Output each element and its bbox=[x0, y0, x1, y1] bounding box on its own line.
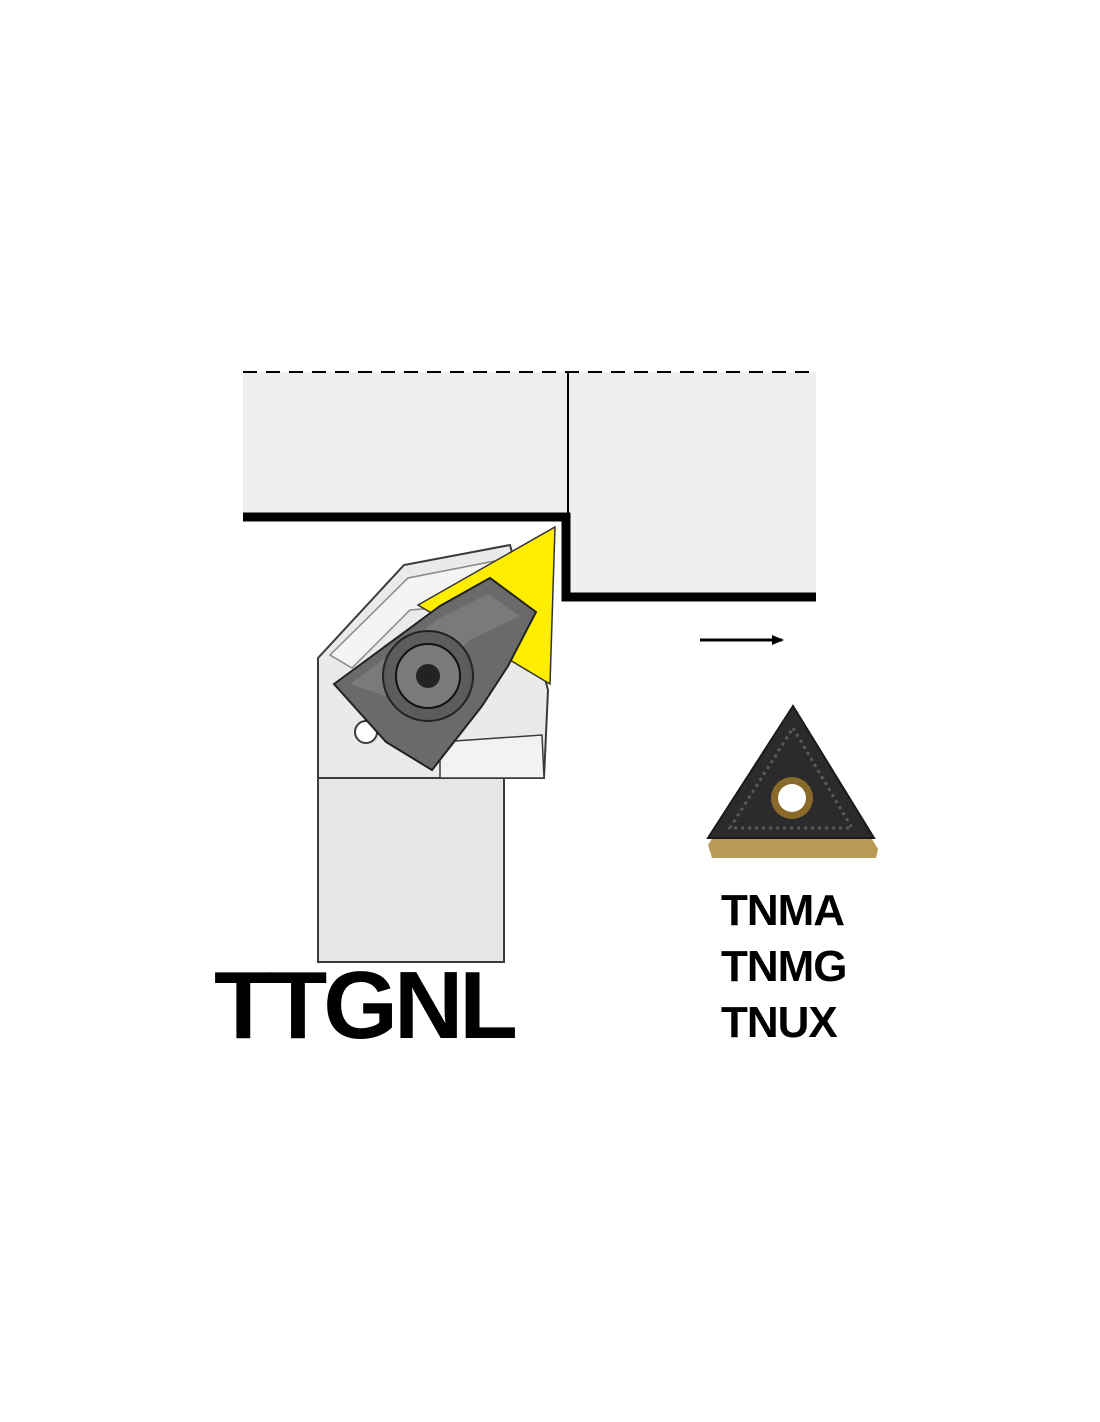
insert-center-hole bbox=[778, 784, 806, 812]
holder-code-label: TTGNL bbox=[214, 952, 518, 1059]
insert-type-list: TNMA TNMG TNUX bbox=[721, 883, 848, 1051]
insert-top-face bbox=[706, 704, 876, 839]
holder-shank bbox=[317, 777, 505, 963]
hex-socket-icon bbox=[416, 664, 440, 688]
insert-type-label: TNMG bbox=[721, 942, 848, 991]
insert-type-label: TNUX bbox=[721, 998, 838, 1047]
workpiece-right-section bbox=[568, 372, 816, 597]
workpiece-left-section bbox=[243, 372, 568, 517]
triangular-insert-icon bbox=[706, 704, 878, 858]
tool-holder bbox=[317, 525, 556, 963]
holder-seat-pocket bbox=[439, 734, 545, 779]
workpiece bbox=[243, 371, 816, 602]
insert-chipbreaker-outline bbox=[727, 725, 855, 830]
insert-type-label: TNMA bbox=[721, 886, 845, 935]
machined-profile-line bbox=[243, 512, 816, 602]
